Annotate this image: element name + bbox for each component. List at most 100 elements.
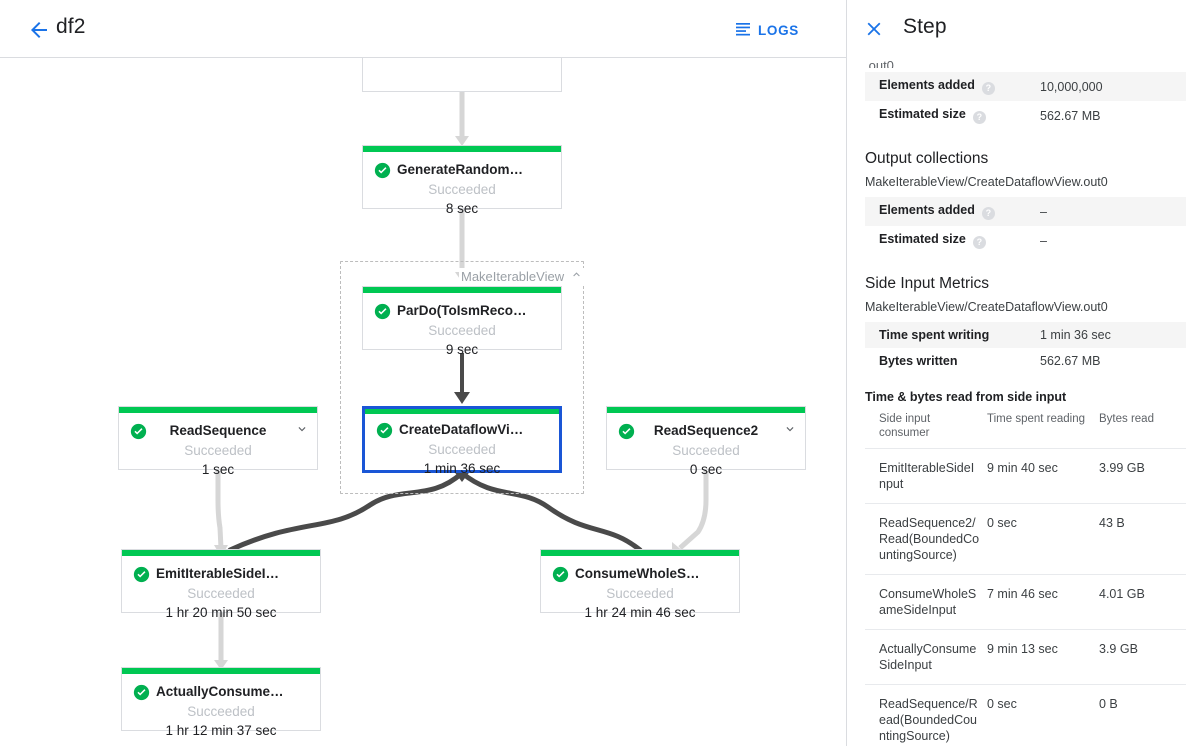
graph-node-read-sequence[interactable]: ReadSequence Succeeded 1 sec (118, 406, 318, 477)
success-check-icon (374, 162, 391, 179)
success-check-icon (130, 423, 147, 440)
graph-node-pardo-toismrecordfor[interactable]: ParDo(ToIsmRecordFor… Succeeded 9 sec (362, 286, 562, 357)
cell-time: 0 sec (987, 503, 1099, 575)
graph-node-emit-iterable-side-input[interactable]: EmitIterableSideInput Succeeded 1 hr 20 … (121, 549, 321, 620)
graph-node-label: CreateDataflowView (399, 422, 528, 437)
help-icon[interactable]: ? (972, 111, 986, 124)
logs-list-icon (735, 21, 751, 40)
node-status-bar (363, 287, 561, 293)
chevron-down-icon[interactable] (295, 422, 309, 436)
node-status-bar (365, 409, 559, 414)
graph-node-create-dataflow-view[interactable]: CreateDataflowView Succeeded 1 min 36 se… (362, 406, 562, 476)
node-status-bar (122, 668, 320, 674)
graph-node-generate-random-si-data[interactable]: GenerateRandomSIData Succeeded 8 sec (362, 145, 562, 216)
step-panel-title: Step (903, 15, 947, 38)
table-row: Estimated size? 562.67 MB (865, 101, 1186, 130)
table-row: Elements added? – (865, 197, 1186, 226)
cell-bytes: 3.9 GB (1099, 629, 1186, 685)
arrow-back-icon[interactable] (26, 17, 52, 43)
job-header-bar: df2 LOGS (0, 0, 846, 58)
graph-node-status: Succeeded (428, 442, 496, 457)
metric-key: Elements added (879, 203, 975, 217)
metric-value: – (1040, 233, 1047, 248)
step-panel-header: Step (847, 0, 1203, 58)
metric-key: Estimated size (879, 232, 966, 246)
graph-node-status: Succeeded (672, 443, 740, 458)
table-row: ReadSequence/Read(BoundedCountingSource)… (865, 684, 1186, 746)
graph-node-status: Succeeded (606, 586, 674, 601)
graph-node-label: GenerateRandomSIData (397, 162, 552, 177)
graph-node-read-sequence-2[interactable]: ReadSequence2 Succeeded 0 sec (606, 406, 806, 477)
cell-time: 0 sec (987, 684, 1099, 746)
graph-group-label[interactable]: MakeIterableView (459, 268, 586, 284)
graph-node-status: Succeeded (187, 586, 255, 601)
graph-node-label: ReadSequence (169, 423, 267, 438)
graph-node-time: 0 sec (689, 462, 723, 477)
graph-node-time: 1 hr 20 min 50 sec (165, 605, 277, 620)
cell-time: 7 min 46 sec (987, 574, 1099, 630)
graph-node-time: 1 hr 12 min 37 sec (165, 723, 277, 738)
help-icon[interactable]: ? (981, 82, 995, 95)
graph-node-time: 8 sec (445, 201, 479, 216)
graph-node-time: 1 hr 24 min 46 sec (584, 605, 696, 620)
side-input-read-table-title: Time & bytes read from side input (865, 390, 1067, 404)
metric-value: 1 min 36 sec (1040, 322, 1186, 348)
table-row: Elements added? 10,000,000 (865, 72, 1186, 101)
node-status-bar (119, 407, 317, 413)
metric-value: 10,000,000 (1040, 72, 1186, 101)
cell-time: 9 min 13 sec (987, 629, 1099, 685)
cell-consumer: ReadSequence2/Read(BoundedCountingSource… (865, 503, 987, 575)
success-check-icon (618, 423, 635, 440)
success-check-icon (133, 684, 150, 701)
close-icon[interactable] (861, 16, 887, 42)
output-collection-name: MakeIterableView/CreateDataflowView.out0 (865, 175, 1108, 189)
success-check-icon (376, 422, 393, 439)
help-icon[interactable]: ? (972, 236, 986, 249)
logs-button[interactable]: LOGS (731, 18, 803, 43)
input-metrics-table: Elements added? 10,000,000 Estimated siz… (865, 72, 1186, 130)
graph-node-status: Succeeded (428, 323, 496, 338)
success-check-icon (552, 566, 569, 583)
graph-node-actually-consume-side-input[interactable]: ActuallyConsumeSideI… Succeeded 1 hr 12 … (121, 667, 321, 738)
graph-node-time: 7 sec (363, 58, 561, 63)
graph-node-label: ConsumeWholeSameSi… (575, 566, 739, 581)
graph-group-label-text: MakeIterableView (461, 268, 565, 284)
graph-canvas[interactable]: MakeIterableView Succeeded 7 sec (0, 58, 846, 746)
job-graph-pane: df2 LOGS (0, 0, 846, 746)
cell-bytes: 0 B (1099, 684, 1186, 746)
output-collections-title: Output collections (865, 150, 989, 167)
graph-node-label: ParDo(ToIsmRecordFor… (397, 303, 561, 318)
graph-group-makeiterableview[interactable] (340, 261, 584, 494)
node-status-bar (607, 407, 805, 413)
column-header-time: Time spent reading (987, 406, 1099, 449)
metric-key: Elements added (879, 78, 975, 92)
column-header-bytes: Bytes read (1099, 406, 1186, 449)
cell-bytes: 43 B (1099, 503, 1186, 575)
graph-node-time: 9 sec (445, 342, 479, 357)
page-title: df2 (56, 15, 86, 38)
metric-value: 562.67 MB (1040, 108, 1101, 123)
graph-node-consume-whole-same-side-input[interactable]: ConsumeWholeSameSi… Succeeded 1 hr 24 mi… (540, 549, 740, 620)
graph-node-clipped-top[interactable]: Succeeded 7 sec (362, 58, 562, 92)
table-row: Bytes written 562.67 MB (865, 348, 1186, 374)
help-icon[interactable]: ? (981, 207, 995, 220)
node-status-bar (363, 146, 561, 152)
chevron-up-icon[interactable] (570, 268, 583, 284)
chevron-down-icon[interactable] (783, 422, 797, 436)
table-row: EmitIterableSideInput 9 min 40 sec 3.99 … (865, 448, 1186, 504)
metric-value: 562.67 MB (1040, 354, 1101, 368)
cell-bytes: 3.99 GB (1099, 448, 1186, 504)
output-metrics-table: Elements added? – Estimated size? – (865, 197, 1186, 255)
column-header-consumer: Side input consumer (865, 406, 987, 449)
cell-bytes: 4.01 GB (1099, 574, 1186, 630)
metric-key: Estimated size (879, 107, 966, 121)
logs-button-label: LOGS (757, 22, 799, 38)
step-details-panel: Step .out0 Elements added? 10,000,000 Es… (846, 0, 1203, 746)
graph-node-status: Succeeded (184, 443, 252, 458)
table-row: ReadSequence2/Read(BoundedCountingSource… (865, 503, 1186, 575)
cell-consumer: ConsumeWholeSameSideInput (865, 574, 987, 630)
success-check-icon (374, 303, 391, 320)
step-panel-body[interactable]: .out0 Elements added? 10,000,000 Estimat… (847, 58, 1203, 746)
node-status-bar (122, 550, 320, 556)
